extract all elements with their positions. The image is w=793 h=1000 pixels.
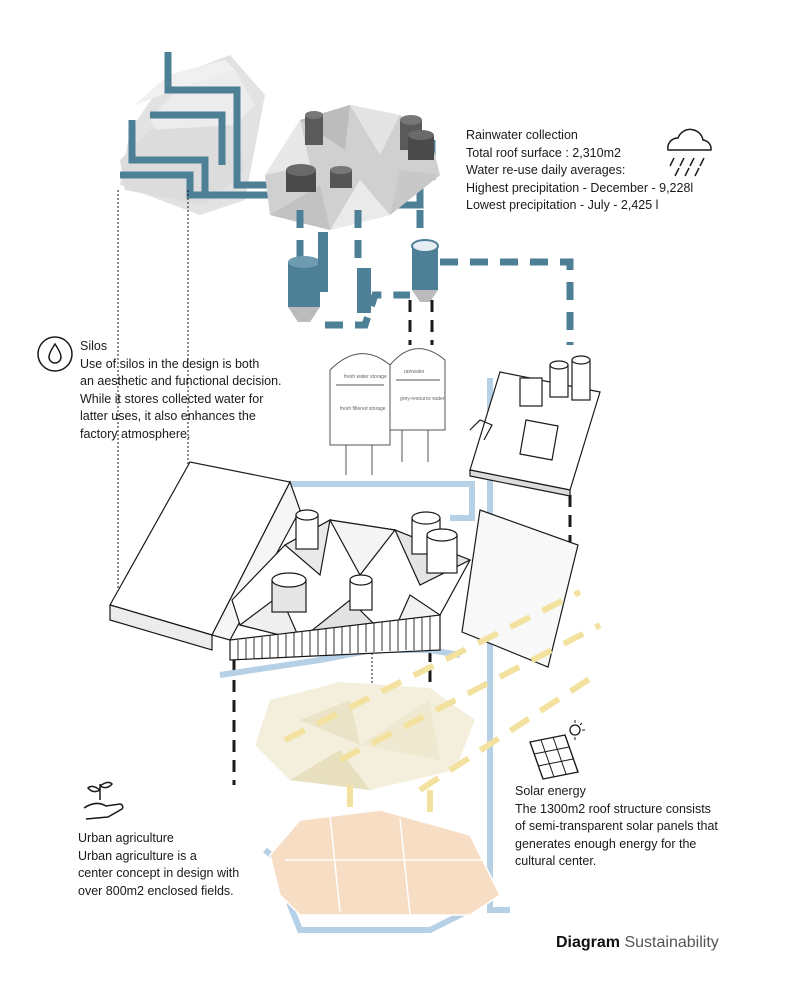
solar-text-block: Solar energy The 1300m2 roof structure c… [515,783,718,871]
rainwater-line-4: Lowest precipitation - July - 2,425 l [466,198,659,212]
silo-label-left-top: fresh water storage [344,374,387,380]
black-dashed-links [232,300,572,785]
silos-text-block: Silos Use of silos in the design is both… [80,338,282,443]
rain-cloud-icon [667,128,712,177]
solar-title: Solar energy [515,784,586,798]
rainwater-text-block: Rainwater collection Total roof surface … [466,127,693,215]
water-recycle-icon [37,336,73,372]
main-building [109,461,579,668]
silos-line-1: Use of silos in the design is both [80,356,260,371]
hand-plant-icon [83,781,124,820]
rainwater-line-1: Total roof surface : 2,310m2 [466,145,621,160]
solar-line-2: of semi-transparent solar panels that [515,819,718,833]
agriculture-line-2: center concept in design with [78,866,240,880]
silos-line-3: While it stores collected water for [80,391,264,406]
silos-title: Silos [80,339,108,353]
diagram-caption: Diagram Sustainability [556,934,719,952]
teal-silos [288,232,439,322]
solar-line-4: cultural center. [515,854,597,868]
silo-sections [329,348,446,475]
silos-line-5: factory atmosphere. [80,426,191,441]
solar-panel-icon [529,720,585,780]
caption-bold: Diagram [556,934,621,951]
rainwater-line-2: Water re-use daily averages: [466,163,626,177]
silo-section-labels: fresh water storage fresh filtered stora… [340,369,445,412]
top-triangular-roof [265,105,440,230]
agriculture-line-1: Urban agriculture is a [78,848,197,863]
caption-light: Sustainability [624,934,719,951]
solar-canopy [255,682,475,790]
agriculture-line-3: over 800m2 enclosed fields. [78,883,234,898]
silo-label-left-mid: fresh filtered storage [340,406,386,412]
building-glazing [237,616,431,660]
agriculture-title: Urban agriculture [78,831,174,845]
silo-label-right-top: rainwater [404,369,425,375]
teal-dashed-pipes [296,210,574,345]
rainwater-line-3: Highest precipitation - December - 9,228… [466,180,694,195]
agriculture-fields [269,809,501,916]
silos-line-2: an aesthetic and functional decision. [80,374,282,388]
rainwater-title: Rainwater collection [466,128,578,142]
rooftop-plan [469,355,601,497]
solar-line-1: The 1300m2 roof structure consists [515,801,711,816]
solar-line-3: generates enough energy for the [515,836,697,851]
silo-label-right-mid: grey-resource water [400,396,445,402]
agriculture-text-block: Urban agriculture Urban agriculture is a… [78,830,239,900]
silos-line-4: latter uses, it also enhances the [80,409,256,423]
